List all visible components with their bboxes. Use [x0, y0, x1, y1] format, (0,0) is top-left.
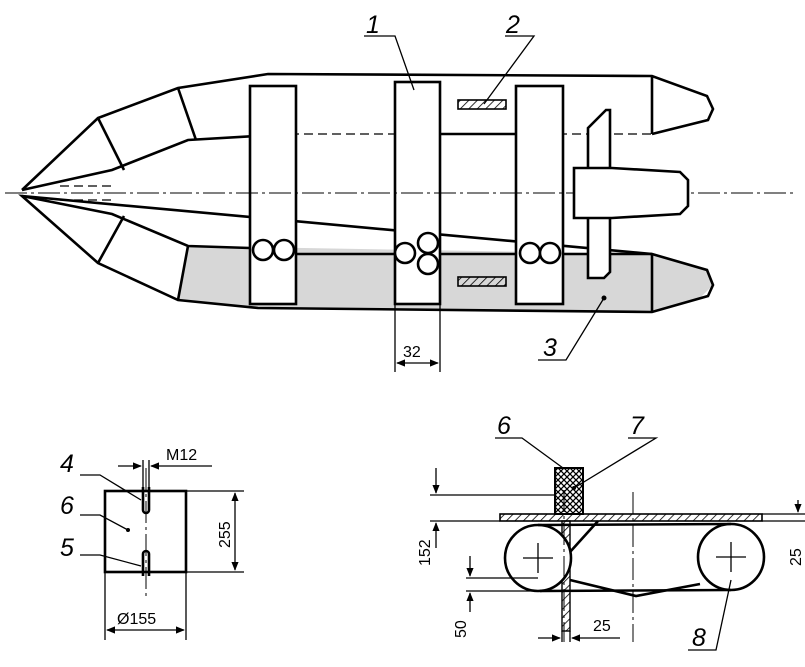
cylinder-front-view — [80, 460, 244, 640]
seat-3 — [514, 84, 565, 306]
callout-6-front: 6 — [60, 492, 74, 520]
plate-lower — [457, 276, 507, 287]
block-7 — [554, 467, 584, 515]
dimension-m12: M12 — [166, 447, 197, 464]
wheels-seat-1 — [251, 238, 296, 262]
dimension-25-right: 25 — [788, 548, 805, 566]
dimension-152: 152 — [417, 539, 434, 566]
callout-6-side: 6 — [497, 412, 511, 440]
outboard-motor — [572, 166, 690, 220]
wheels-seat-3 — [518, 241, 562, 265]
hatched-plate — [499, 513, 763, 522]
callout-7: 7 — [630, 412, 645, 440]
callout-8: 8 — [692, 624, 706, 652]
dimension-50: 50 — [453, 620, 470, 638]
highlight-zone — [178, 246, 713, 312]
bolt-upper — [141, 487, 151, 515]
belt — [537, 522, 732, 593]
dimension-dia155: Ø155 — [117, 611, 156, 628]
dimension-32: 32 — [403, 344, 421, 361]
plate-upper — [457, 99, 507, 110]
callout-2: 2 — [505, 11, 520, 39]
callout-4: 4 — [60, 450, 74, 478]
bolt-lower — [141, 549, 151, 576]
inner-tube — [21, 132, 291, 250]
callout-3: 3 — [543, 334, 557, 362]
bracket — [569, 520, 701, 598]
bow-hidden — [60, 185, 112, 201]
callout-1: 1 — [366, 11, 380, 39]
bow-segments — [96, 87, 198, 301]
mounting-side-view — [430, 437, 805, 651]
seat-1 — [248, 84, 298, 306]
wheels-seat-2 — [393, 231, 440, 276]
dimension-25-bottom: 25 — [593, 618, 611, 635]
dimension-255: 255 — [217, 521, 234, 548]
callout-5: 5 — [60, 534, 74, 562]
boat-top-view — [5, 35, 795, 372]
